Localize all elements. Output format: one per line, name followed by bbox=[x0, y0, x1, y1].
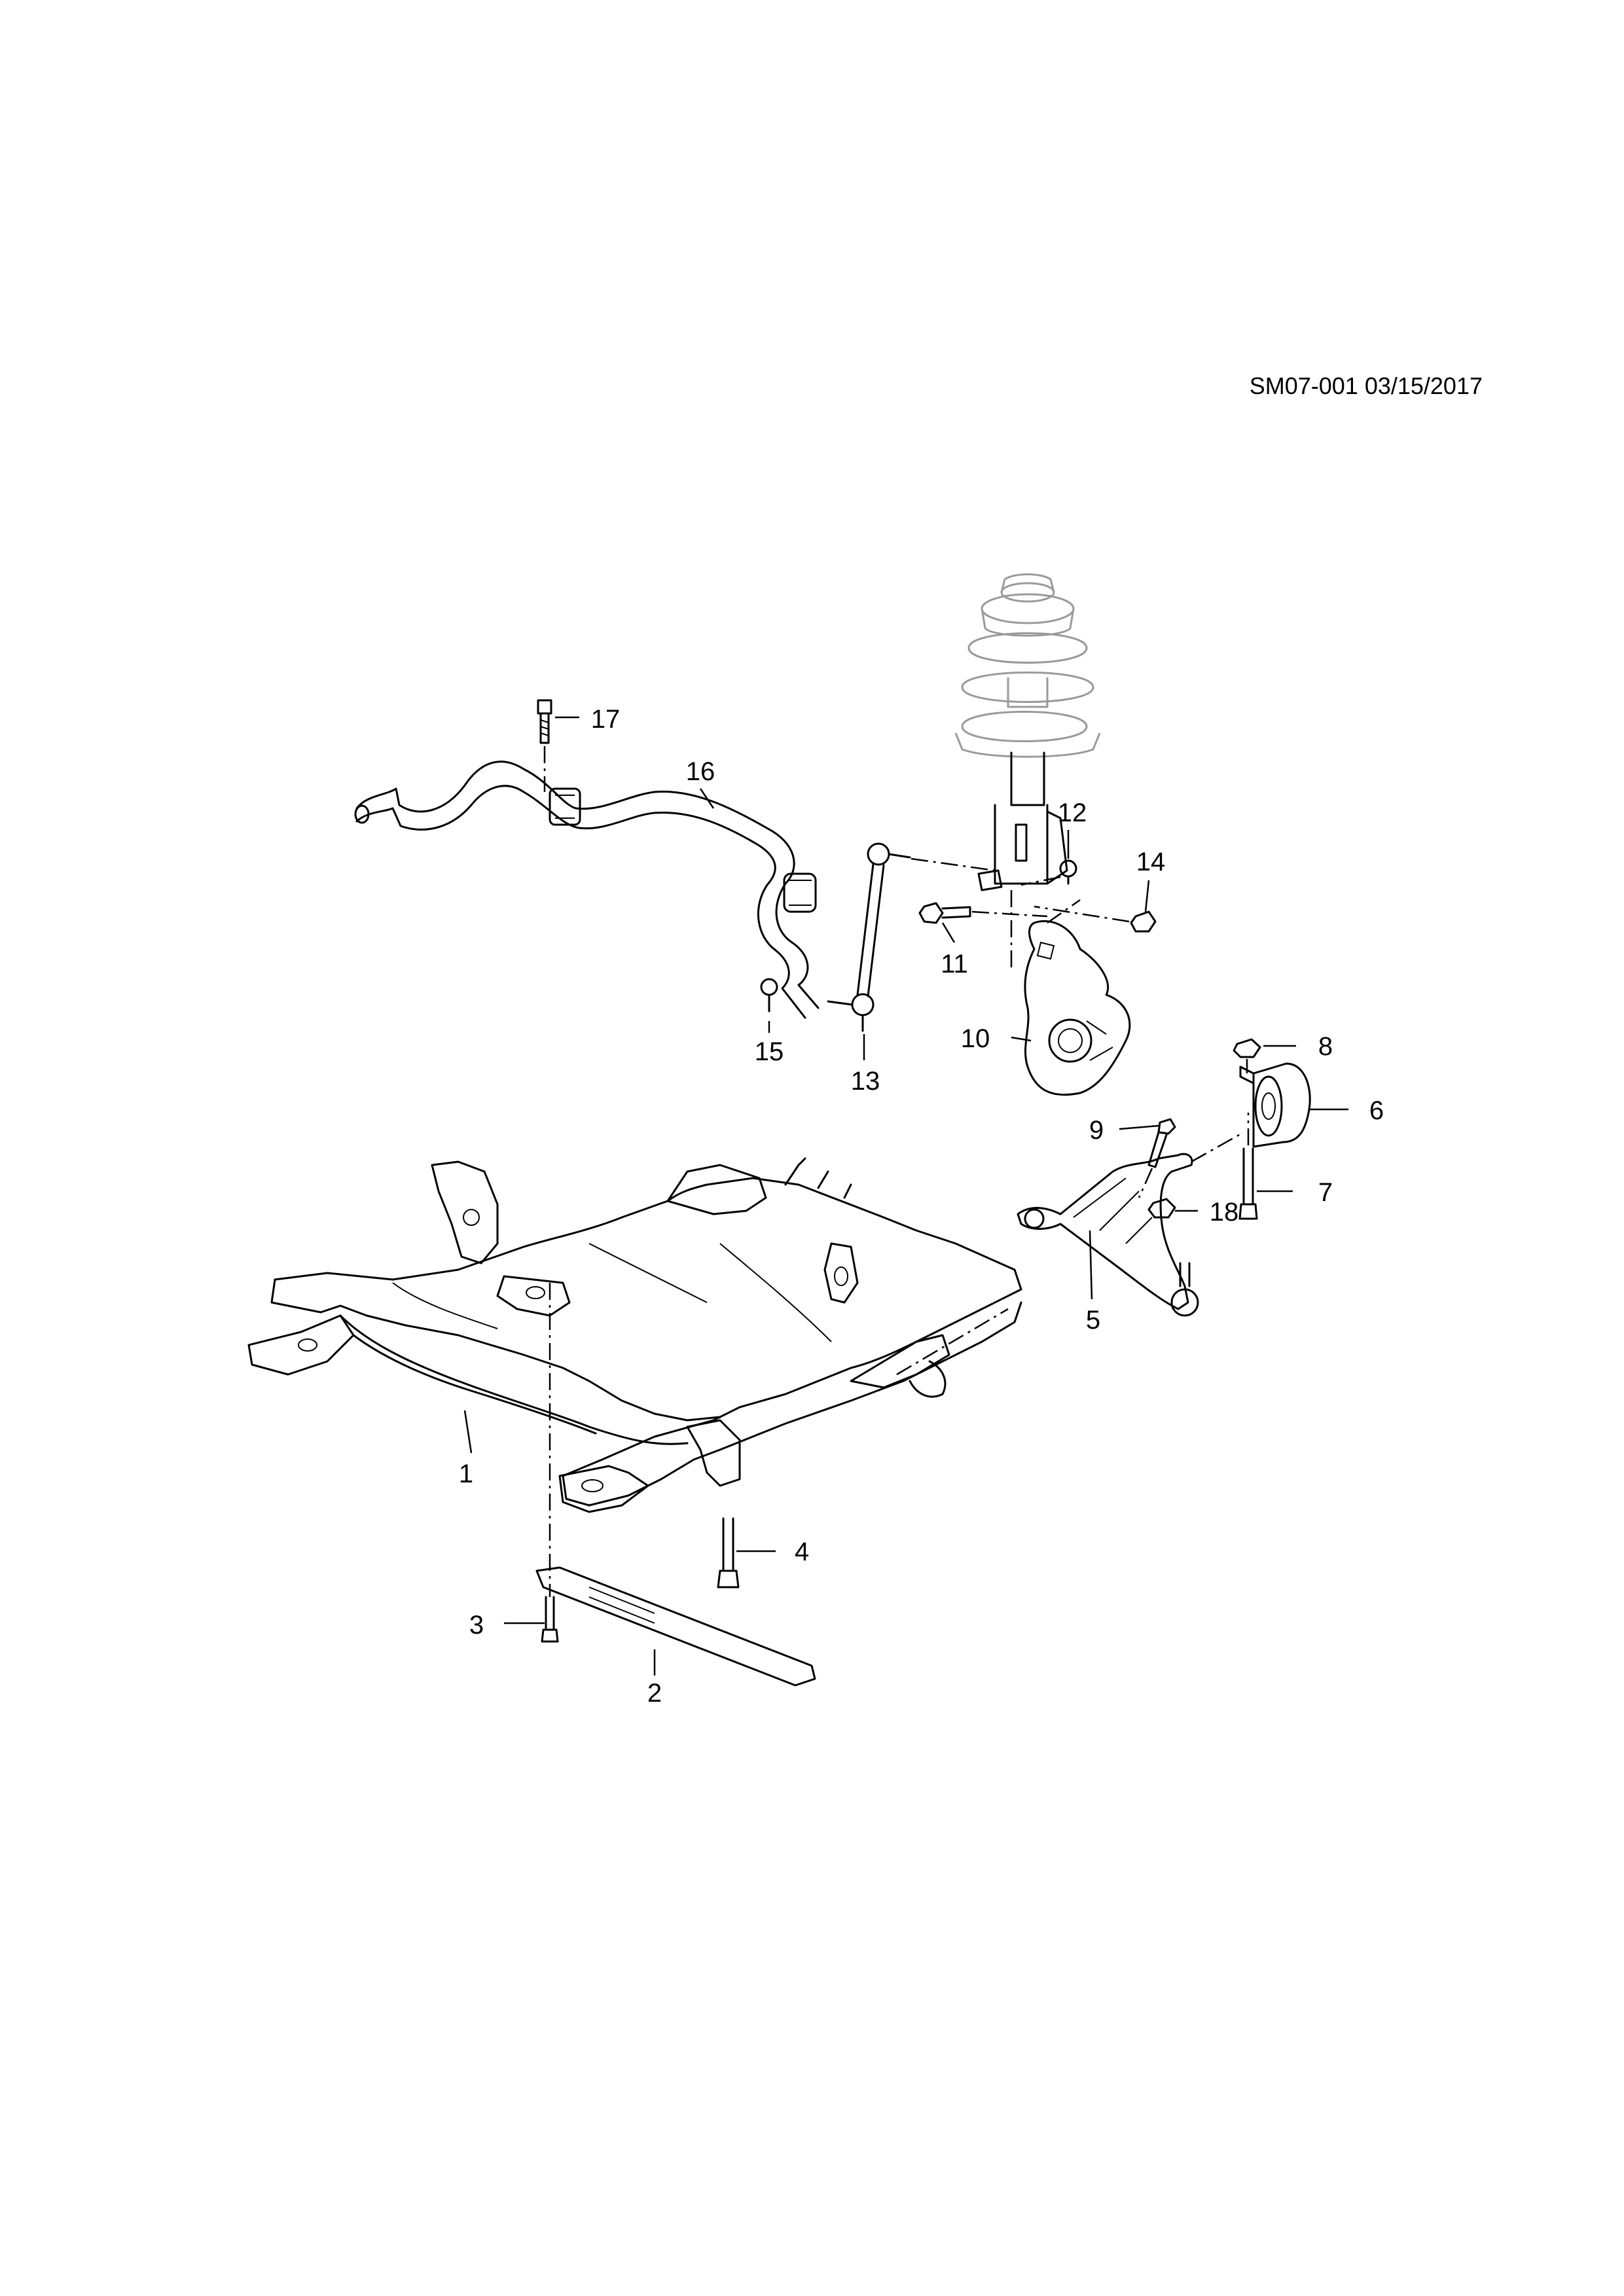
callout-labels: 1 2 3 4 5 6 7 8 9 10 11 12 13 14 15 16 1… bbox=[459, 705, 1384, 1708]
bushing bbox=[1239, 1062, 1311, 1148]
callout-1: 1 bbox=[459, 1460, 473, 1488]
leader-lines bbox=[463, 716, 1348, 1676]
callout-2: 2 bbox=[647, 1679, 662, 1708]
callout-13: 13 bbox=[851, 1067, 880, 1096]
nut-8 bbox=[1233, 1038, 1261, 1058]
callout-4: 4 bbox=[795, 1537, 809, 1566]
callout-16: 16 bbox=[686, 757, 715, 786]
alignment-line-9 bbox=[1138, 1168, 1153, 1198]
bolt-3 bbox=[541, 1596, 559, 1643]
alignment-line-subframe bbox=[896, 1308, 1009, 1376]
document-code: SM07-001 03/15/2017 bbox=[1250, 372, 1483, 399]
callout-8: 8 bbox=[1318, 1032, 1333, 1061]
nut-14 bbox=[1130, 910, 1157, 933]
strut-assembly bbox=[954, 573, 1101, 891]
callout-11: 11 bbox=[941, 950, 968, 978]
bolt-12 bbox=[1059, 859, 1077, 885]
callout-6: 6 bbox=[1369, 1096, 1384, 1125]
bolt-11 bbox=[918, 902, 971, 924]
lower-control-arm bbox=[1017, 1153, 1199, 1317]
bolt-15 bbox=[760, 978, 778, 1013]
bolt-7 bbox=[1238, 1147, 1258, 1220]
front-subframe bbox=[247, 1157, 1022, 1513]
stabilizer-bar bbox=[354, 761, 820, 1019]
callout-3: 3 bbox=[469, 1611, 484, 1640]
alignment-line-12 bbox=[1020, 876, 1061, 886]
callout-5: 5 bbox=[1086, 1306, 1100, 1335]
bolt-9 bbox=[1147, 1118, 1176, 1168]
brace bbox=[535, 1566, 816, 1687]
alignment-line-5 bbox=[1191, 1131, 1244, 1163]
callout-17: 17 bbox=[591, 705, 621, 734]
steering-knuckle bbox=[1024, 920, 1131, 1096]
bolt-4 bbox=[717, 1517, 740, 1588]
stabilizer-link bbox=[827, 842, 911, 1032]
callout-15: 15 bbox=[755, 1037, 784, 1066]
alignment-line-10 bbox=[1047, 899, 1081, 924]
alignment-line-13 bbox=[911, 857, 996, 872]
nut-18 bbox=[1147, 1198, 1176, 1219]
callout-14: 14 bbox=[1136, 848, 1166, 876]
bolt-17 bbox=[537, 699, 552, 744]
alignment-line-14 bbox=[1034, 905, 1130, 923]
callout-10: 10 bbox=[961, 1024, 990, 1053]
callout-9: 9 bbox=[1089, 1116, 1104, 1145]
alignment-line-11 bbox=[971, 910, 1048, 918]
callout-7: 7 bbox=[1318, 1178, 1333, 1207]
callout-18: 18 bbox=[1210, 1198, 1239, 1227]
callout-12: 12 bbox=[1058, 798, 1087, 827]
